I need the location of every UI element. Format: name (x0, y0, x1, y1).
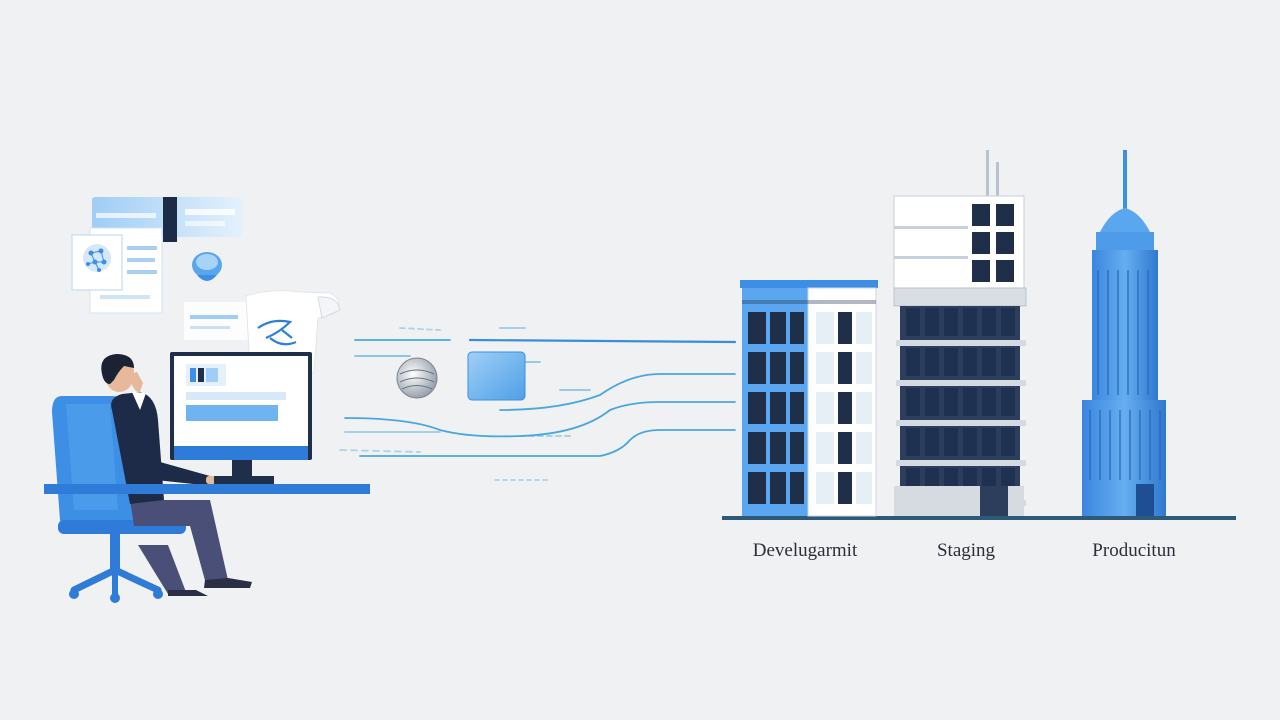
network-icon (83, 244, 111, 272)
developer-workstation (44, 352, 370, 603)
building-window (1001, 348, 1015, 376)
building-window (838, 352, 852, 384)
building-window (996, 260, 1014, 282)
connector-line (359, 429, 736, 457)
building-window (856, 352, 872, 384)
ground-line (722, 516, 1236, 520)
building-window (838, 392, 852, 424)
env-label-staging: Staging (936, 540, 996, 561)
building-window (963, 348, 977, 376)
data-sphere-icon (396, 357, 438, 399)
building-window (856, 312, 872, 344)
development-building (740, 280, 878, 517)
building-window (963, 308, 977, 336)
window-divider (163, 197, 177, 242)
building-window (963, 388, 977, 416)
building-window (906, 308, 920, 336)
building-window (816, 392, 834, 424)
building-window (944, 348, 958, 376)
building-window (972, 260, 990, 282)
building-window (748, 432, 766, 464)
building-window (856, 392, 872, 424)
production-tower (1082, 150, 1166, 516)
building-window (790, 472, 804, 504)
balcony-slab (896, 340, 1026, 346)
building-window (925, 348, 939, 376)
developer-person (101, 354, 252, 596)
connector-line (339, 449, 421, 453)
building-window (944, 428, 958, 456)
office-chair (52, 396, 186, 603)
building-window (925, 428, 939, 456)
building-window (1001, 308, 1015, 336)
balcony-slab (896, 460, 1026, 466)
building-window (996, 204, 1014, 226)
building-window (748, 472, 766, 504)
computer-monitor (170, 352, 312, 484)
floating-ui-cards (71, 197, 242, 314)
building-window (906, 388, 920, 416)
building-window (856, 472, 872, 504)
building-window (770, 392, 786, 424)
building-window (816, 432, 834, 464)
building-window (838, 312, 852, 344)
building-window (906, 428, 920, 456)
building-window (838, 432, 852, 464)
building-window (748, 392, 766, 424)
building-window (770, 352, 786, 384)
building-window (770, 432, 786, 464)
doc-line (127, 270, 157, 274)
building-window (925, 388, 939, 416)
building-window (770, 312, 786, 344)
data-flow-connectors (339, 327, 737, 481)
building-window (1001, 428, 1015, 456)
building-window (856, 432, 872, 464)
building-window (748, 312, 766, 344)
data-package-icon (467, 351, 526, 401)
building-window (972, 232, 990, 254)
building-window (944, 308, 958, 336)
building-window (816, 472, 834, 504)
building-window (790, 432, 804, 464)
window-line (185, 221, 225, 226)
balcony-slab (896, 380, 1026, 386)
building-window (963, 428, 977, 456)
doc-line (127, 258, 155, 262)
doc-line (100, 295, 150, 299)
env-label-development: Develugarmit (752, 540, 858, 561)
window-line (185, 209, 235, 215)
building-window (982, 308, 996, 336)
building-window (748, 352, 766, 384)
connector-line (499, 373, 736, 411)
building-window (816, 312, 834, 344)
building-window (972, 204, 990, 226)
building-window (982, 388, 996, 416)
building-window (906, 348, 920, 376)
staging-building (893, 150, 1027, 516)
window-line (96, 213, 156, 218)
building-window (925, 308, 939, 336)
globe-icon (192, 252, 222, 281)
building-window (982, 428, 996, 456)
building-window (838, 472, 852, 504)
connector-line (399, 327, 441, 331)
building-window (982, 348, 996, 376)
building-window (790, 352, 804, 384)
building-window (996, 232, 1014, 254)
desk-top (44, 484, 370, 494)
building-window (790, 312, 804, 344)
building-window (790, 392, 804, 424)
building-window (944, 388, 958, 416)
building-window (770, 472, 786, 504)
building-window (816, 352, 834, 384)
connector-line (468, 338, 737, 344)
building-window (1001, 388, 1015, 416)
balcony-slab (896, 420, 1026, 426)
doc-line (127, 246, 157, 250)
env-label-production: Producitun (1092, 540, 1176, 561)
